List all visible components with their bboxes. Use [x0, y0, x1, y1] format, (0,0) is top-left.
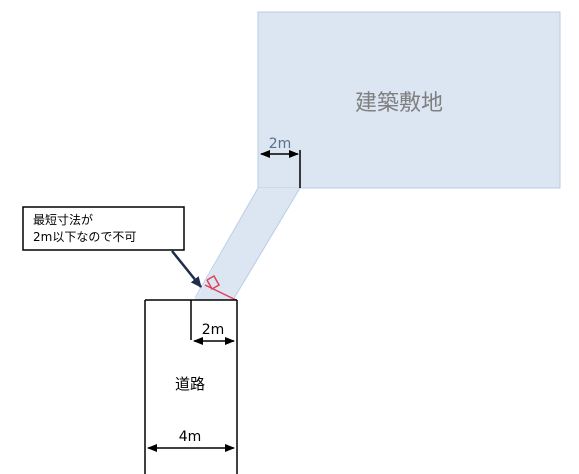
road-width-dimension-label: 4m: [179, 429, 202, 445]
building-site-area: [257, 11, 561, 189]
passage-edge-right: [232, 187, 301, 301]
road-label: 道路: [175, 375, 205, 393]
shortest-width-line: [204, 284, 237, 301]
passage-edge-left: [194, 187, 259, 299]
callout-line-2: 2m以下なので不可: [33, 230, 136, 244]
road-inner-dimension-label: 2m: [202, 322, 225, 338]
right-angle-marker: [206, 274, 221, 291]
callout-box: [22, 206, 185, 251]
callout-arrow: [171, 250, 202, 288]
site-offset-dimension-label: 2m: [269, 136, 292, 152]
access-passage: [195, 188, 300, 300]
callout-line-1: 最短寸法が: [33, 212, 93, 227]
building-site-label: 建築敷地: [355, 91, 443, 116]
